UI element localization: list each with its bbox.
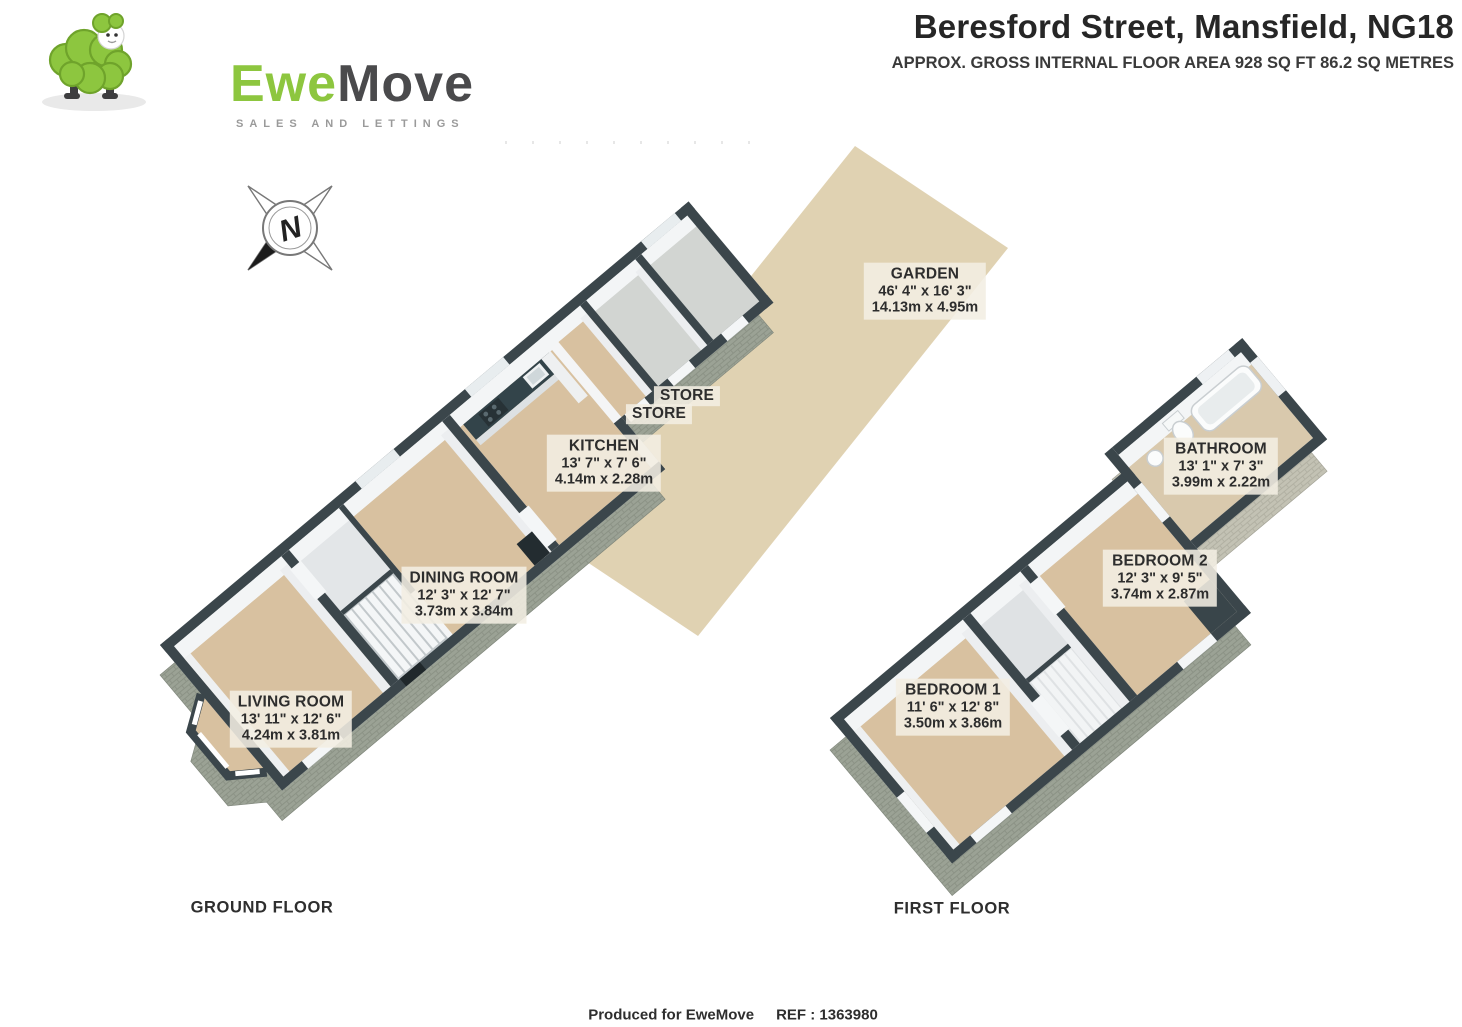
brand-tagline: SALES AND LETTINGS	[236, 118, 465, 130]
garden-label: GARDEN 46' 4" x 16' 3" 14.13m x 4.95m	[863, 262, 987, 320]
header-logo: EweMove SALES AND LETTINGS	[8, 6, 488, 136]
brand-move: Move	[337, 55, 474, 113]
scan-artifact	[505, 141, 750, 144]
ground-near-wall	[275, 461, 666, 791]
rear-lobby-floor	[558, 311, 659, 418]
chimney-unit	[516, 531, 550, 566]
living-door-gap	[290, 560, 327, 601]
footer: Produced for EweMove REF : 1363980	[588, 1007, 878, 1024]
brand-wordmark: EweMove	[230, 54, 474, 114]
compass-rose: N	[247, 185, 333, 271]
bathroom-end-window	[1250, 356, 1286, 397]
bathroom-door-gap	[1133, 482, 1170, 523]
bedroom-1-door-gap	[1030, 694, 1070, 738]
store-2-label: STORE	[625, 404, 693, 424]
garden-name: GARDEN	[890, 265, 960, 283]
hob-icon	[478, 397, 509, 427]
bedroom-2-window	[1177, 633, 1218, 670]
dining-room-label: DINING ROOM 12' 3" x 12' 7" 3.73m x 3.84…	[401, 566, 527, 624]
bedroom-1-end-window	[896, 791, 935, 833]
kitchen-door-gap	[517, 505, 557, 549]
living-room-label: LIVING ROOM 13' 11" x 12' 6" 4.24m x 3.8…	[229, 690, 353, 748]
landing-staircase	[980, 583, 1130, 744]
footer-produced: Produced for EweMove	[588, 1006, 755, 1024]
bath-tub-icon	[1190, 365, 1263, 432]
store-1-label: STORE	[653, 386, 721, 406]
store-2-door	[721, 315, 749, 342]
kitchen-label: KITCHEN 13' 7" x 7' 6" 4.14m x 2.28m	[546, 434, 662, 492]
bedroom-1-window	[970, 805, 1012, 843]
bedroom-2-door-gap	[1029, 575, 1066, 616]
floor-area-subtitle: APPROX. GROSS INTERNAL FLOOR AREA 928 SQ…	[891, 54, 1454, 72]
store-1-door	[667, 360, 696, 387]
store-2-floor	[650, 226, 760, 340]
ground-far-wall	[160, 201, 695, 653]
bay-window	[185, 692, 268, 781]
bedroom-1-label: BEDROOM 1 11' 6" x 12' 8" 3.50m x 3.86m	[895, 678, 1011, 736]
floor-title-first: FIRST FLOOR	[893, 899, 1011, 918]
sink-ground-icon	[522, 363, 550, 389]
bathroom-window	[1196, 349, 1235, 385]
store-window	[641, 213, 682, 249]
bathroom-label: BATHROOM 13' 1" x 7' 3" 3.99m x 2.22m	[1163, 437, 1279, 495]
bedroom-2-label: BEDROOM 2 12' 3" x 9' 5" 3.74m x 2.87m	[1102, 549, 1218, 607]
store-1-floor	[595, 269, 708, 387]
stairs-dining-wall	[338, 504, 416, 594]
front-door	[399, 662, 427, 687]
garden-size-imperial: 46' 4" x 16' 3"	[878, 283, 972, 300]
bay-floor	[190, 694, 267, 776]
footer-reference: REF : 1363980	[776, 1006, 878, 1024]
first-floor-plan	[830, 338, 1328, 864]
brand-ewe: Ewe	[230, 55, 338, 113]
garden-size-metric: 14.13m x 4.95m	[871, 299, 979, 316]
sink-icon	[1146, 449, 1164, 468]
kitchen-window	[464, 357, 510, 397]
sheep-icon	[42, 13, 146, 111]
property-title: Beresford Street, Mansfield, NG18	[913, 8, 1454, 45]
floor-title-ground: GROUND FLOOR	[190, 898, 334, 917]
ground-floor-plan	[160, 201, 774, 791]
dining-window	[355, 448, 401, 489]
